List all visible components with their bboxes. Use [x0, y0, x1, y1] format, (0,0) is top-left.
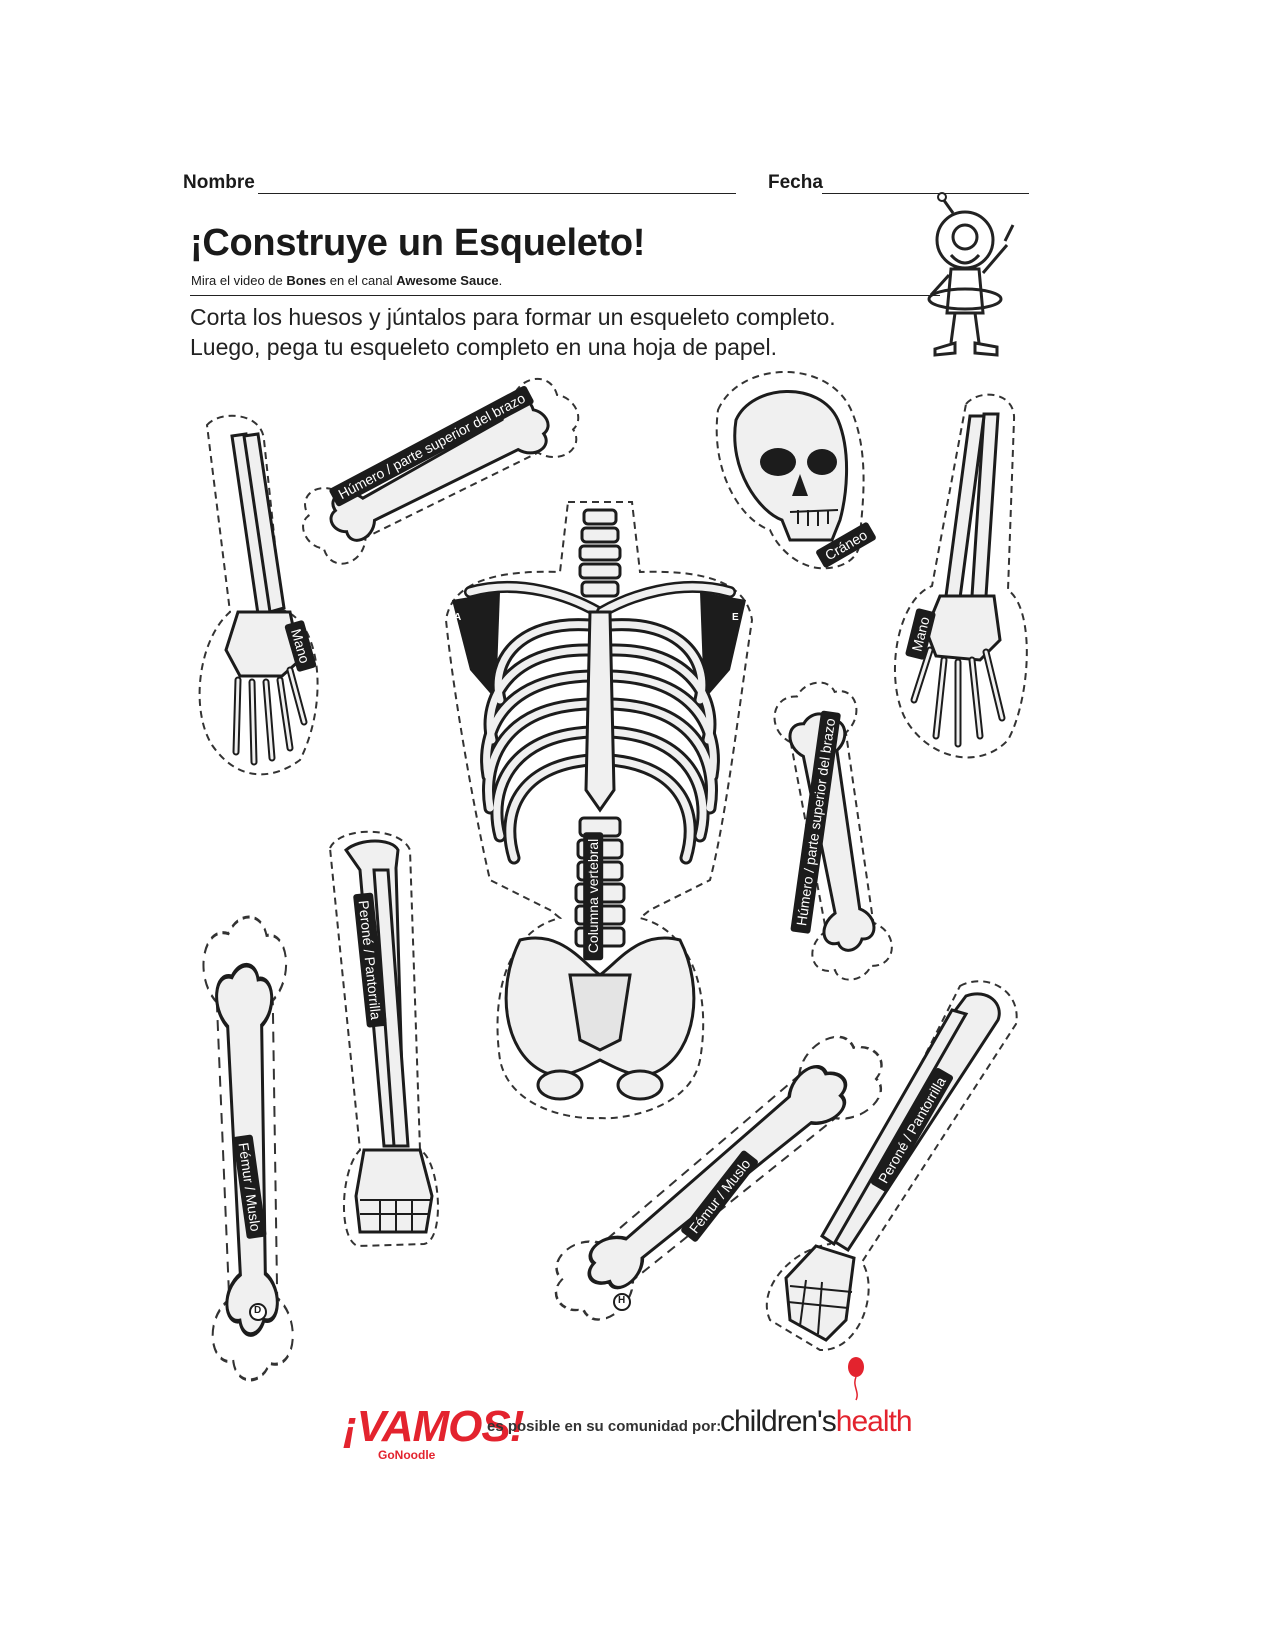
date-field[interactable]	[822, 193, 1029, 194]
joint-letter-h: H	[618, 1295, 626, 1306]
balloon-icon	[848, 1357, 864, 1401]
right-forearm-hand	[894, 393, 1028, 759]
label-spine: Columna vertebral	[583, 831, 604, 961]
mascot-icon	[927, 192, 1015, 357]
name-label: Nombre	[183, 172, 255, 193]
instruction-line-1: Corta los huesos y júntalos para formar …	[190, 304, 836, 330]
gonoodle-logo: GoNoodle	[378, 1448, 436, 1462]
title-rule	[190, 295, 940, 296]
page-title: ¡Construye un Esqueleto!	[190, 222, 646, 264]
joint-letter-d: D	[254, 1305, 262, 1316]
vamos-logo: ¡VAMOS!	[343, 1402, 524, 1451]
joint-h-marker	[613, 1293, 631, 1311]
joint-letter-a: A	[454, 612, 462, 623]
childrens-health-logo: children'shealth	[720, 1405, 913, 1438]
top-humerus	[287, 362, 594, 582]
joint-letter-e: E	[732, 612, 739, 623]
left-lower-leg	[328, 830, 439, 1248]
skull	[715, 371, 865, 570]
subtitle: Mira el video de Bones en el canal Aweso…	[191, 273, 503, 288]
date-label: Fecha	[768, 172, 823, 193]
left-forearm-hand	[198, 414, 319, 776]
instruction-line-2: Luego, pega tu esqueleto completo en una…	[190, 334, 777, 360]
name-field[interactable]	[258, 193, 736, 194]
footer-text: es posible en su comunidad por:	[487, 1418, 722, 1435]
joint-d-marker	[249, 1303, 267, 1321]
torso	[444, 501, 754, 1120]
instructions: Corta los huesos y júntalos para formar …	[190, 302, 836, 362]
